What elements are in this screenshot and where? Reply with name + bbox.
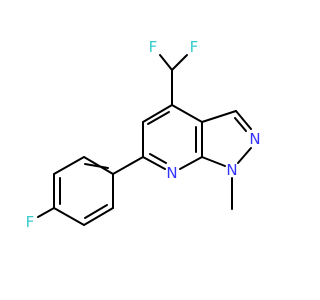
bond-chf2-f-left <box>159 54 173 71</box>
atom-f-para: F <box>26 213 35 231</box>
bond-c3-n2 <box>235 110 252 130</box>
bond-ph-5-6-double <box>84 204 108 219</box>
bond-c4-c3a <box>171 104 203 123</box>
bond-c6-phenyl <box>112 156 144 175</box>
bond-layer <box>37 54 252 226</box>
bond-ph-4-5 <box>53 207 85 226</box>
bond-ph-5-6 <box>83 207 114 226</box>
atom-f-right: F <box>190 38 199 56</box>
bond-c3a-c3 <box>201 110 237 123</box>
bond-chf2-f-right <box>171 54 188 71</box>
atom-n-pyrazole-2: N <box>249 130 260 148</box>
bond-n2-n1 <box>237 147 252 164</box>
atom-f-left: F <box>149 38 158 56</box>
bond-n7-c7a <box>179 156 203 170</box>
bond-c4-c5-double <box>147 111 170 125</box>
bond-c6-n7-double <box>149 153 167 164</box>
bond-c3-n2-double <box>234 117 247 132</box>
bond-ph-2-3 <box>53 156 85 175</box>
bond-c6-n7 <box>142 156 166 170</box>
bond-n1-c7a <box>201 156 226 167</box>
atom-n-pyrazole-1: N <box>226 161 237 179</box>
bond-ph-1-2-double <box>84 163 109 169</box>
bond-ph-f <box>37 207 55 218</box>
atom-n-pyridine: N <box>166 164 177 182</box>
bond-c4-c5 <box>142 104 173 123</box>
atom-label-layer: F F N N N F <box>26 38 261 231</box>
molecule-diagram: F F N N N F <box>26 38 261 231</box>
